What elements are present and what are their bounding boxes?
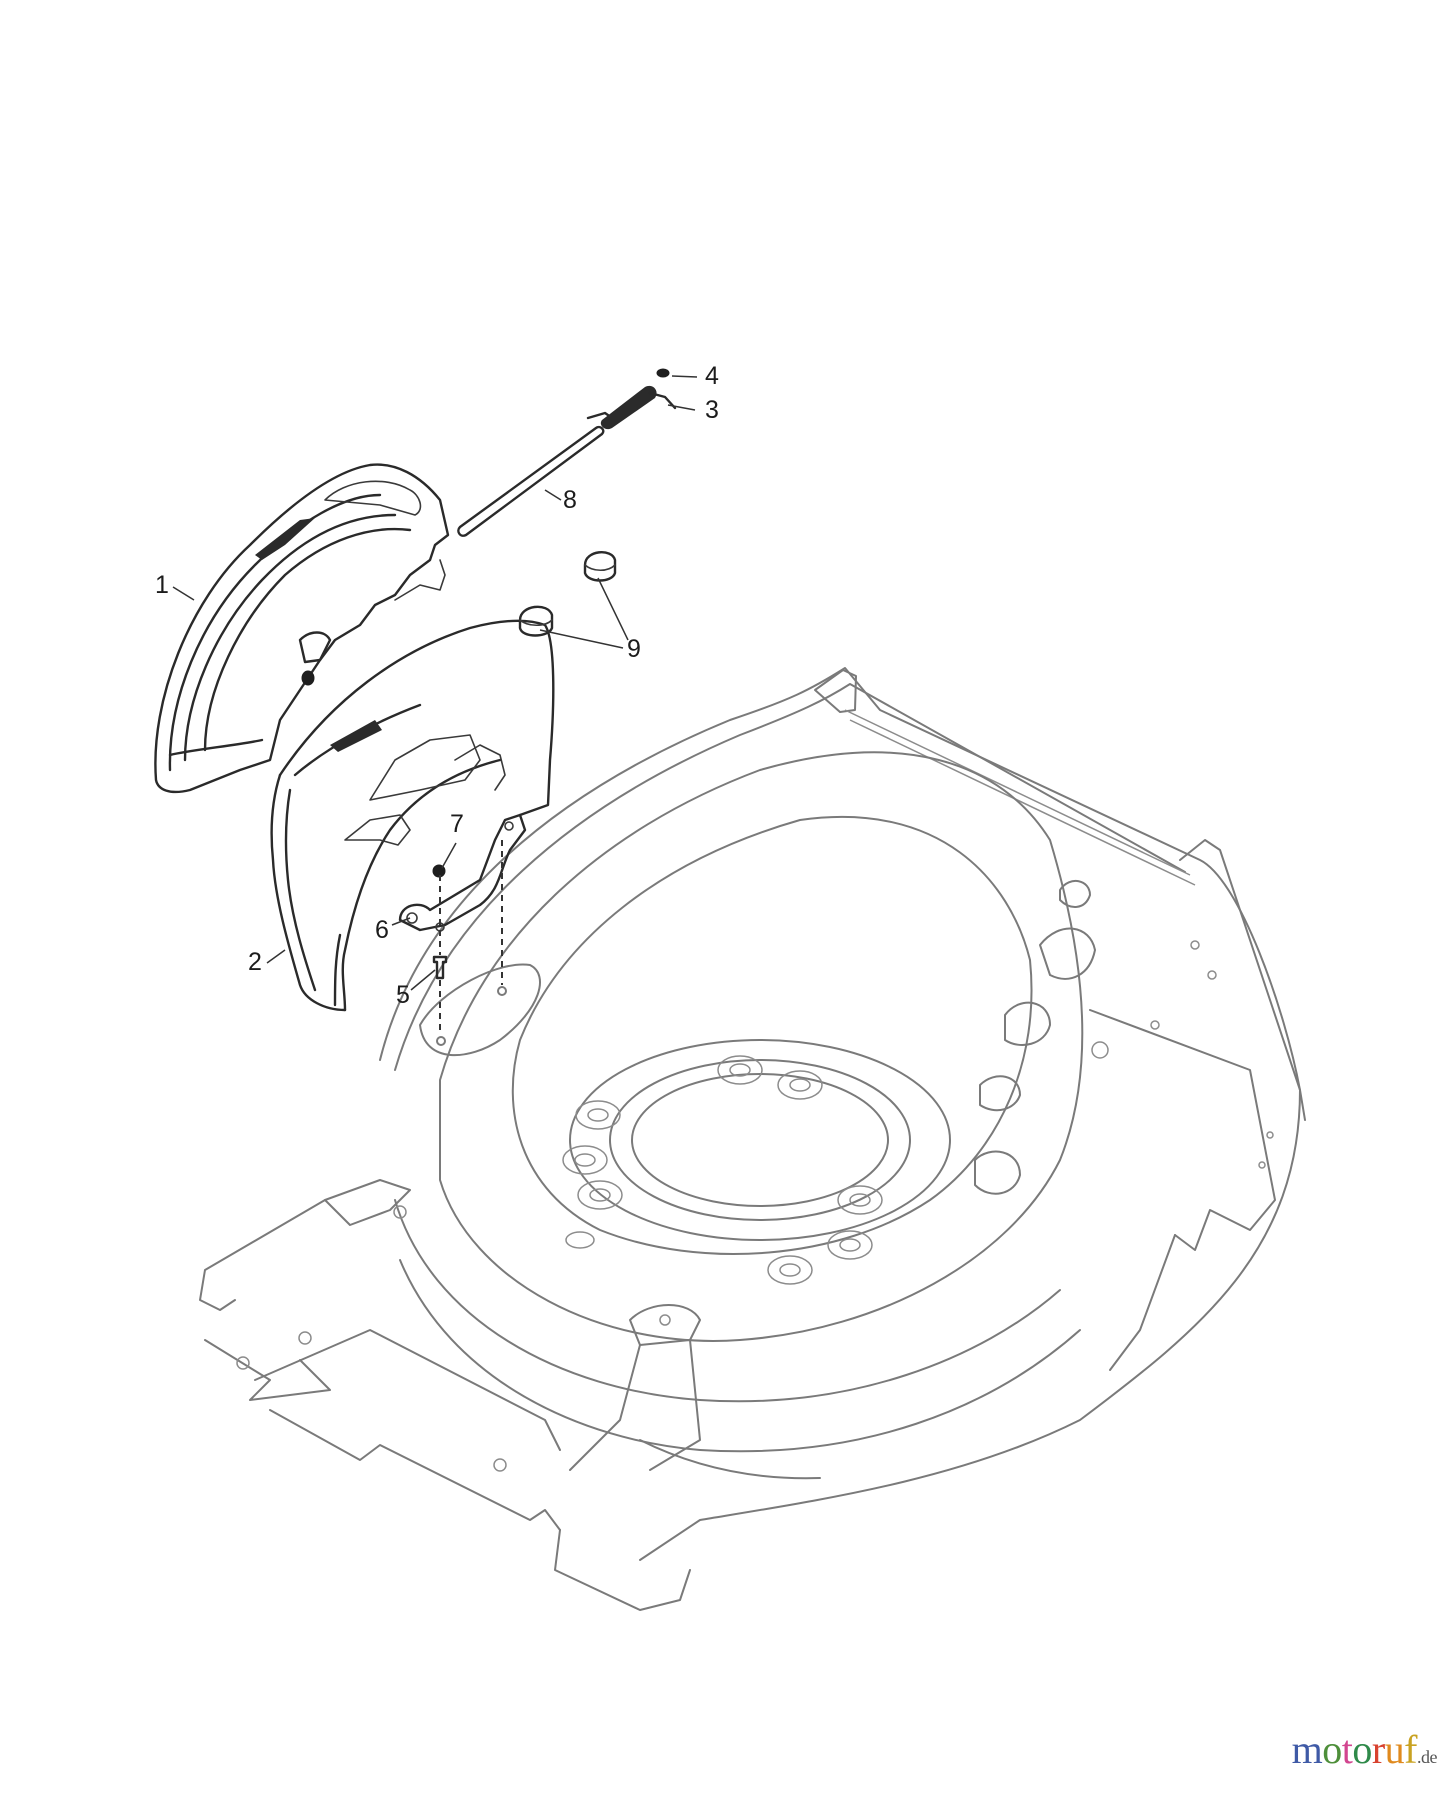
- watermark-letter: t: [1341, 1727, 1353, 1772]
- watermark-tld: .de: [1417, 1747, 1438, 1767]
- part-3-spring: [586, 385, 677, 430]
- callout-3: 3: [705, 396, 719, 424]
- part-1-flap-cover: [154, 463, 450, 794]
- part-6-bracket: [398, 813, 527, 932]
- part-8-hinge-rod: [457, 425, 605, 537]
- callout-6: 6: [375, 916, 389, 944]
- part-5-screw: [432, 955, 448, 980]
- watermark-letter: u: [1384, 1727, 1405, 1772]
- callout-leaders: [172, 375, 698, 991]
- callout-9: 9: [627, 635, 641, 663]
- mower-deck: [199, 667, 1306, 1611]
- callout-2: 2: [248, 948, 262, 976]
- watermark-letter: m: [1291, 1727, 1323, 1772]
- watermark-letter: f: [1404, 1727, 1417, 1772]
- watermark-letter: r: [1371, 1727, 1385, 1772]
- callout-8: 8: [563, 486, 577, 514]
- part-9-caps: [518, 551, 617, 637]
- callout-1: 1: [155, 571, 169, 599]
- part-2-deflector: [270, 619, 555, 1012]
- part-4-clip: [656, 368, 670, 378]
- watermark-logo: motoruf.de: [1291, 1727, 1438, 1772]
- watermark-letter: o: [1322, 1727, 1342, 1772]
- callout-7: 7: [450, 810, 464, 838]
- callout-4: 4: [705, 362, 719, 390]
- callout-5: 5: [396, 981, 410, 1009]
- watermark-letter: o: [1352, 1727, 1372, 1772]
